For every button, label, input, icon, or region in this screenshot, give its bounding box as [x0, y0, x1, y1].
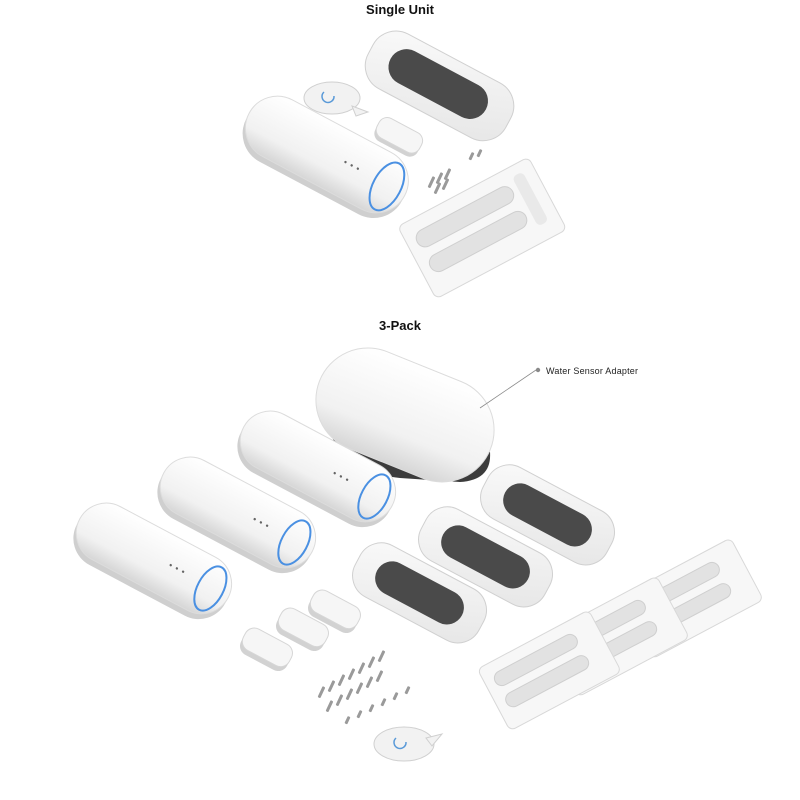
- screws-pack: [317, 650, 411, 725]
- adhesive-strips-pack-3: [478, 611, 620, 730]
- sensor-body-pack-3: [73, 502, 233, 620]
- adhesive-pad-tray-pack-3: [352, 542, 487, 644]
- mount-disc: [303, 81, 370, 117]
- sensor-body-pack-2: [157, 456, 317, 574]
- callout-line: [479, 367, 541, 409]
- section-title-single-unit: Single Unit: [366, 2, 434, 17]
- magnet-piece-pack-3: [239, 627, 293, 672]
- adhesive-pad-tray-pack-1: [480, 464, 615, 566]
- section-title-3-pack: 3-Pack: [379, 318, 421, 333]
- screws-single: [427, 149, 483, 194]
- callout-water-sensor-adapter: Water Sensor Adapter: [546, 366, 639, 376]
- adhesive-strips-single: [399, 158, 566, 298]
- magnet-piece-pack-2: [275, 607, 329, 652]
- mount-disc-pack: [373, 726, 444, 762]
- adhesive-pad-tray: [364, 30, 515, 142]
- magnet-piece: [374, 117, 424, 157]
- adhesive-pad-tray-pack-2: [418, 506, 553, 608]
- sensor-body-single: [242, 95, 409, 219]
- sensor-body-pack-1: [237, 410, 397, 528]
- magnet-piece-pack-1: [307, 589, 361, 634]
